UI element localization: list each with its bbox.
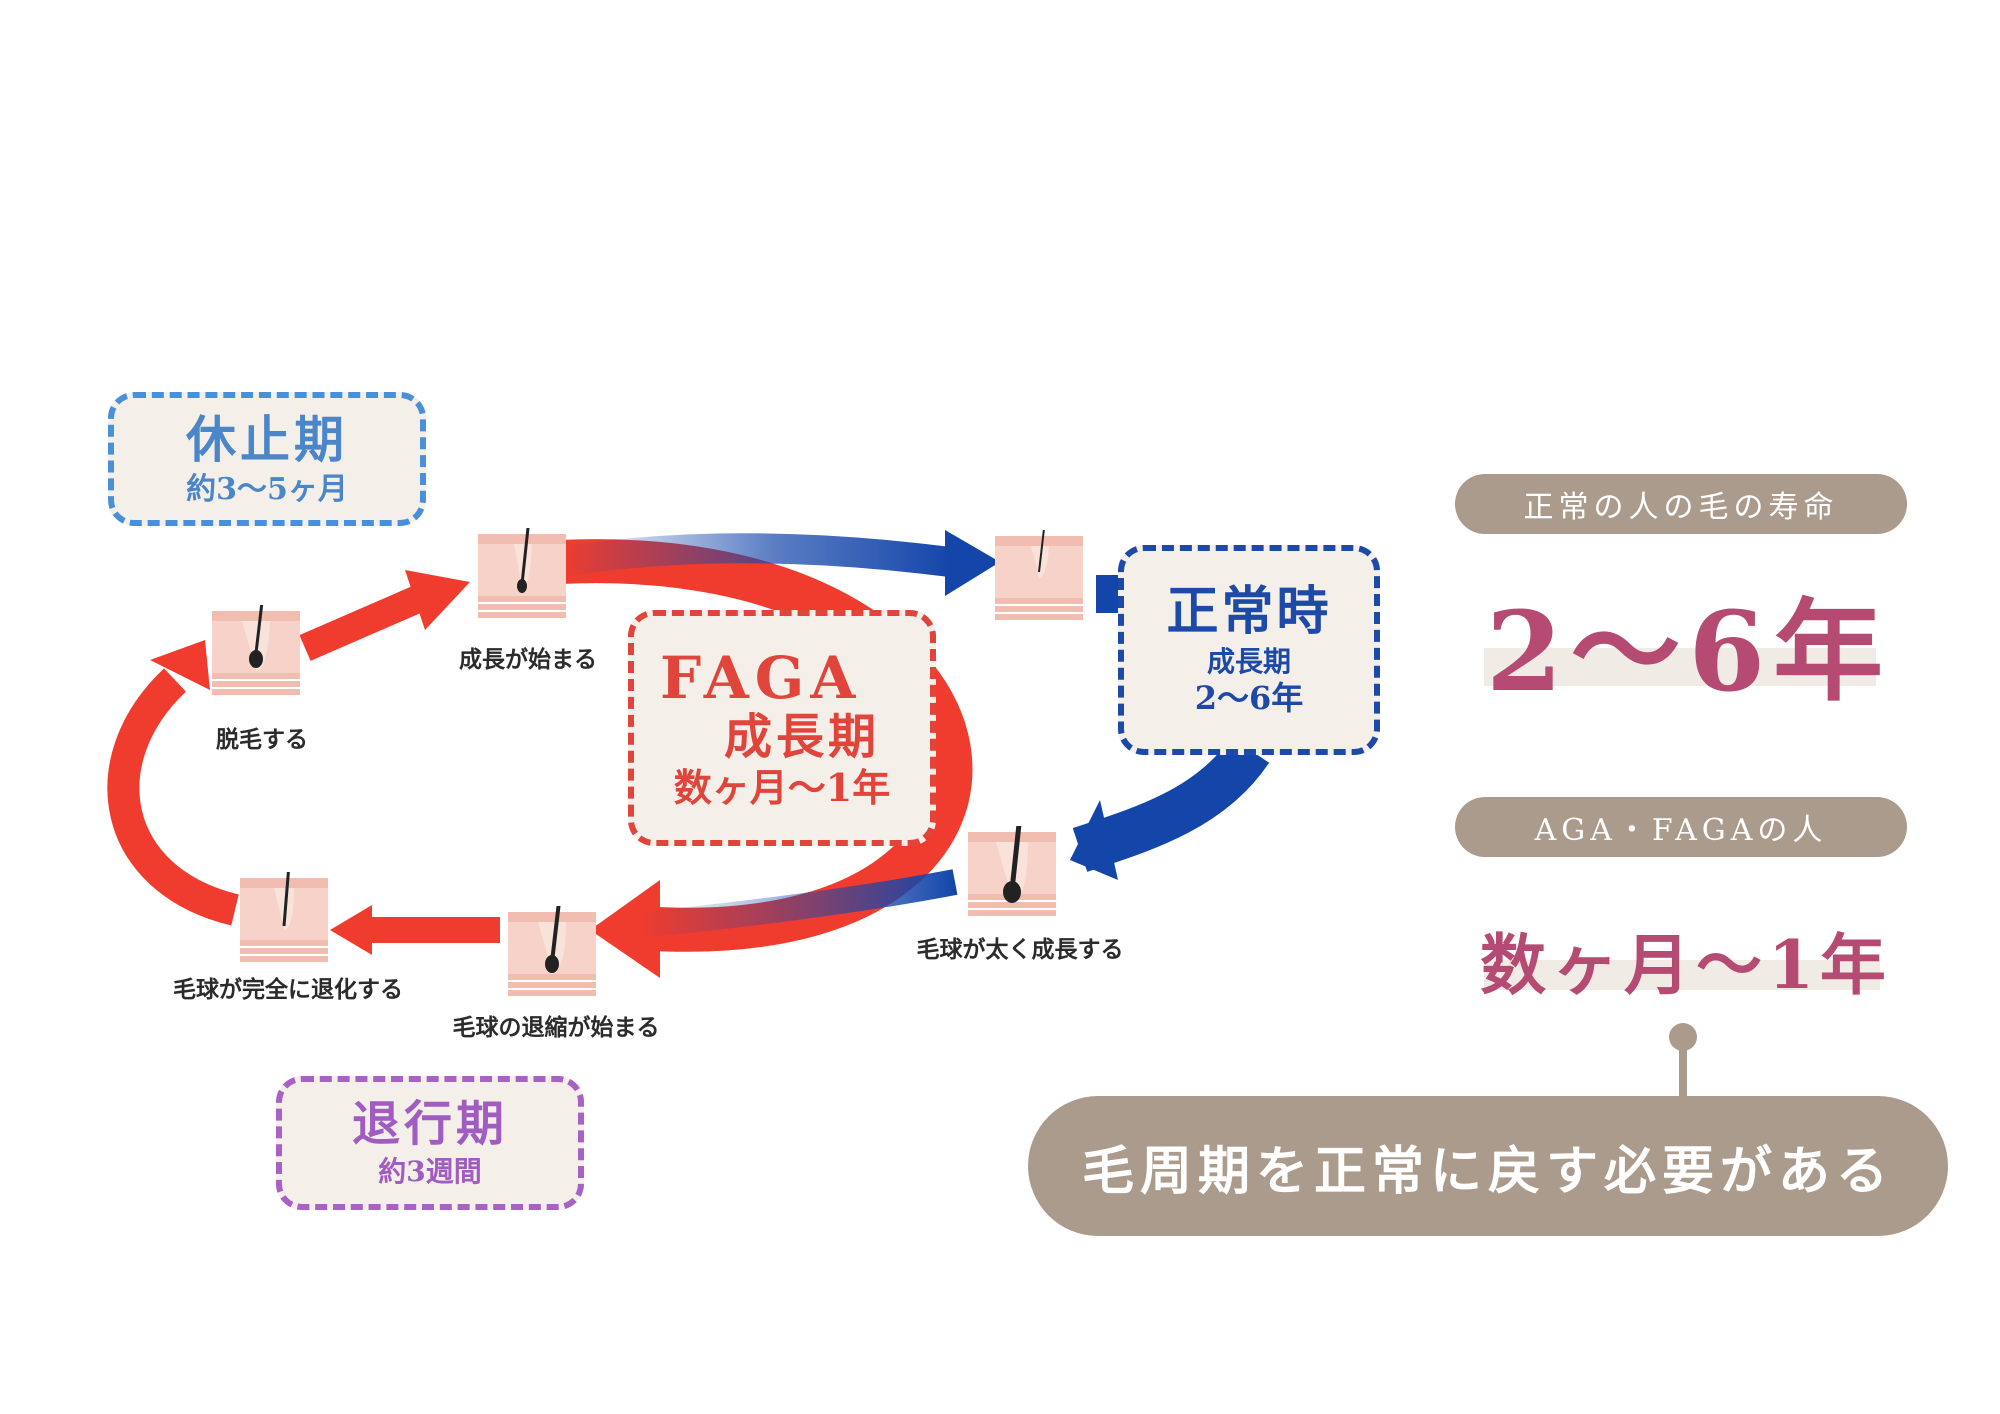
normal-phase-subtitle: 成長期 <box>1206 644 1291 678</box>
faga-growth-duration: 数ヶ月〜1年 <box>673 765 891 811</box>
shedding-to-growth-arrow <box>299 585 426 661</box>
connector-dot <box>1669 1023 1697 1051</box>
faga-growth-title-2: 成長期 <box>723 708 880 765</box>
aga-lifespan-pill: AGA・FAGAの人 <box>1455 797 1907 857</box>
follicle-growth-start-icon <box>478 528 566 618</box>
resting-phase-duration: 約3〜5ヶ月 <box>186 472 348 507</box>
stage-label-retraction: 毛球の退縮が始まる <box>452 1014 660 1041</box>
stage-label-thick-growth: 毛球が太く成長する <box>916 936 1124 963</box>
stage-label-shedding: 脱毛する <box>216 726 308 753</box>
normal-top-arrow <box>557 533 952 577</box>
normal-lifespan-value: 2〜6年 <box>1486 587 1892 716</box>
regression-phase-title: 退行期 <box>351 1096 508 1153</box>
faga-growth-title-1: FAGA <box>660 643 862 712</box>
follicle-retraction-icon <box>508 906 596 996</box>
normal-value-highlight <box>1484 648 1876 686</box>
normal-bottom-arrow <box>638 869 958 938</box>
retraction-to-regression-arrowhead <box>330 905 372 955</box>
stage-label-growth-start: 成長が始まる <box>459 646 597 673</box>
faga-loop-arrowhead <box>590 880 660 978</box>
aga-value-highlight <box>1484 960 1880 990</box>
conclusion-banner: 毛周期を正常に戻す必要がある <box>1028 1096 1948 1236</box>
normal-phase-title: 正常時 <box>1166 581 1332 643</box>
follicle-thick-growth-icon <box>968 826 1056 916</box>
regression-to-shedding-arrowhead <box>150 640 210 690</box>
shedding-to-growth-arrowhead <box>405 570 470 630</box>
faga-growth-phase-box: FAGA 成長期 数ヶ月〜1年 <box>628 610 936 846</box>
regression-to-shedding-arrow <box>107 668 240 926</box>
normal-stub <box>1096 575 1120 613</box>
normal-phase-box: 正常時 成長期 2〜6年 <box>1118 545 1380 755</box>
follicle-full-regression-icon <box>240 872 328 962</box>
resting-phase-box: 休止期 約3〜5ヶ月 <box>108 392 426 526</box>
aga-lifespan-value: 数ヶ月〜1年 <box>1480 926 1892 1004</box>
follicle-normal-icon <box>995 530 1083 620</box>
stage-label-full-regression: 毛球が完全に退化する <box>173 976 403 1003</box>
normal-lifespan-pill: 正常の人の毛の寿命 <box>1455 474 1907 534</box>
resting-phase-title: 休止期 <box>186 410 348 469</box>
normal-down-arrowhead <box>1070 800 1118 880</box>
follicle-shedding-icon <box>212 605 300 695</box>
normal-top-arrowhead <box>945 530 1000 596</box>
regression-phase-box: 退行期 約3週間 <box>276 1076 584 1210</box>
connector-line <box>1679 1040 1687 1098</box>
normal-phase-duration: 2〜6年 <box>1194 679 1304 718</box>
regression-phase-duration: 約3週間 <box>378 1155 482 1188</box>
